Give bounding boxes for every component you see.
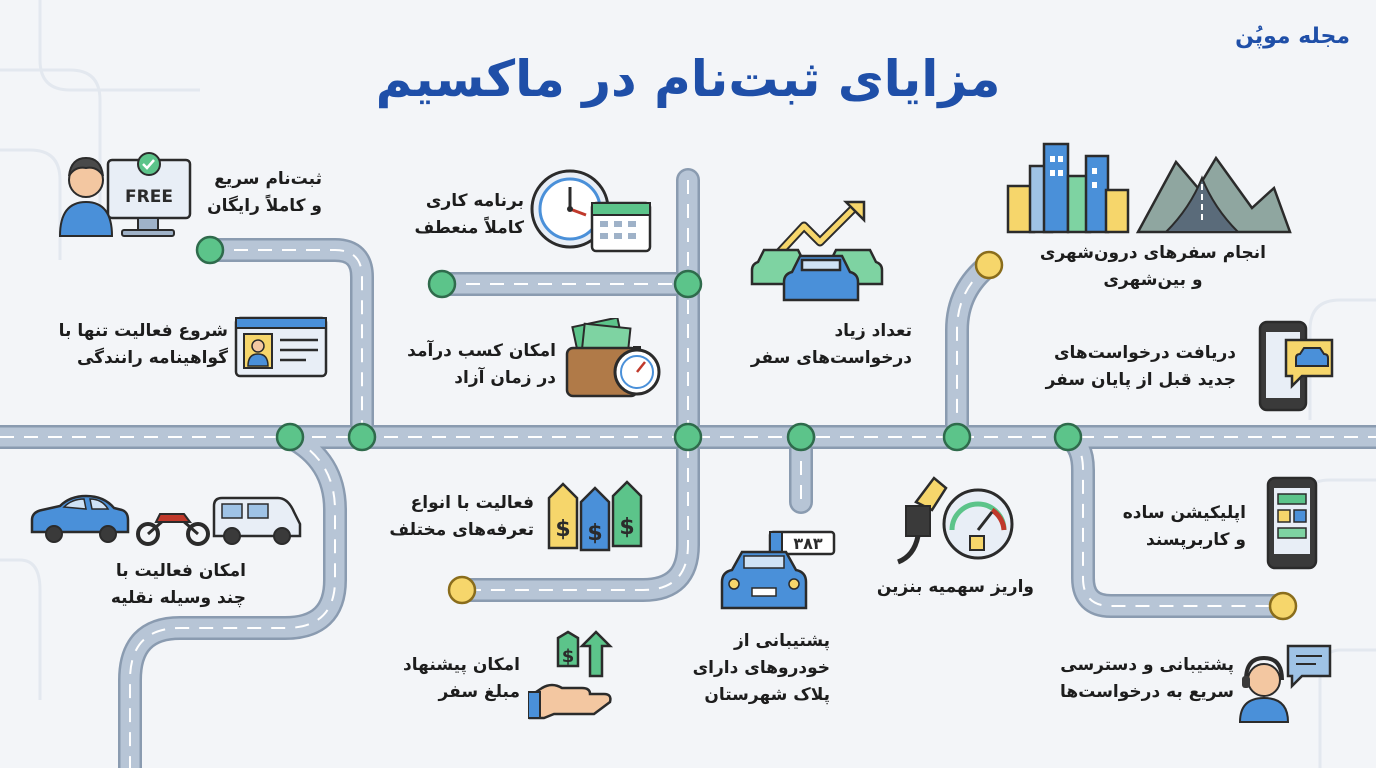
vehicles-icon [30,494,302,546]
node-dot [1268,591,1298,621]
node-dot [673,269,703,299]
app-phone-icon [1266,476,1318,570]
plate-number: ۳۸۳ [793,534,823,553]
support-agent-icon [1238,644,1332,723]
license-card-icon [234,316,328,378]
car-plate-icon: ۳۸۳ [720,530,836,610]
road-nodes [195,235,1298,621]
cars-growth-icon [750,200,884,302]
node-dot [447,575,477,605]
phone-car-icon [1258,320,1334,412]
node-dot [974,250,1004,280]
svg-text:$: $ [587,521,602,546]
page-title: مزایای ثبت‌نام در ماکسیم [375,50,1001,108]
svg-text:$: $ [619,515,634,540]
feature-fuel: واریز سهمیه بنزین [876,577,1034,597]
hand-money-icon: $ [528,630,614,720]
node-dot [195,235,225,265]
node-dot [673,422,703,452]
clock-calendar-icon [530,169,652,253]
node-dot [347,422,377,452]
brand-name: مجله موپُن [1235,24,1350,49]
fuel-gauge-icon [897,476,1014,565]
node-dot [786,422,816,452]
svg-text:$: $ [562,646,575,667]
node-dot [942,422,972,452]
price-tags-icon: $ $ $ [547,480,643,552]
wallet-money-icon [565,318,661,398]
free-computer-icon: FREE [58,152,192,237]
node-dot [427,269,457,299]
svg-text:$: $ [555,517,570,542]
node-dot [1053,422,1083,452]
node-dot [275,422,305,452]
city-road-icon [1006,142,1292,234]
free-badge: FREE [125,187,173,207]
